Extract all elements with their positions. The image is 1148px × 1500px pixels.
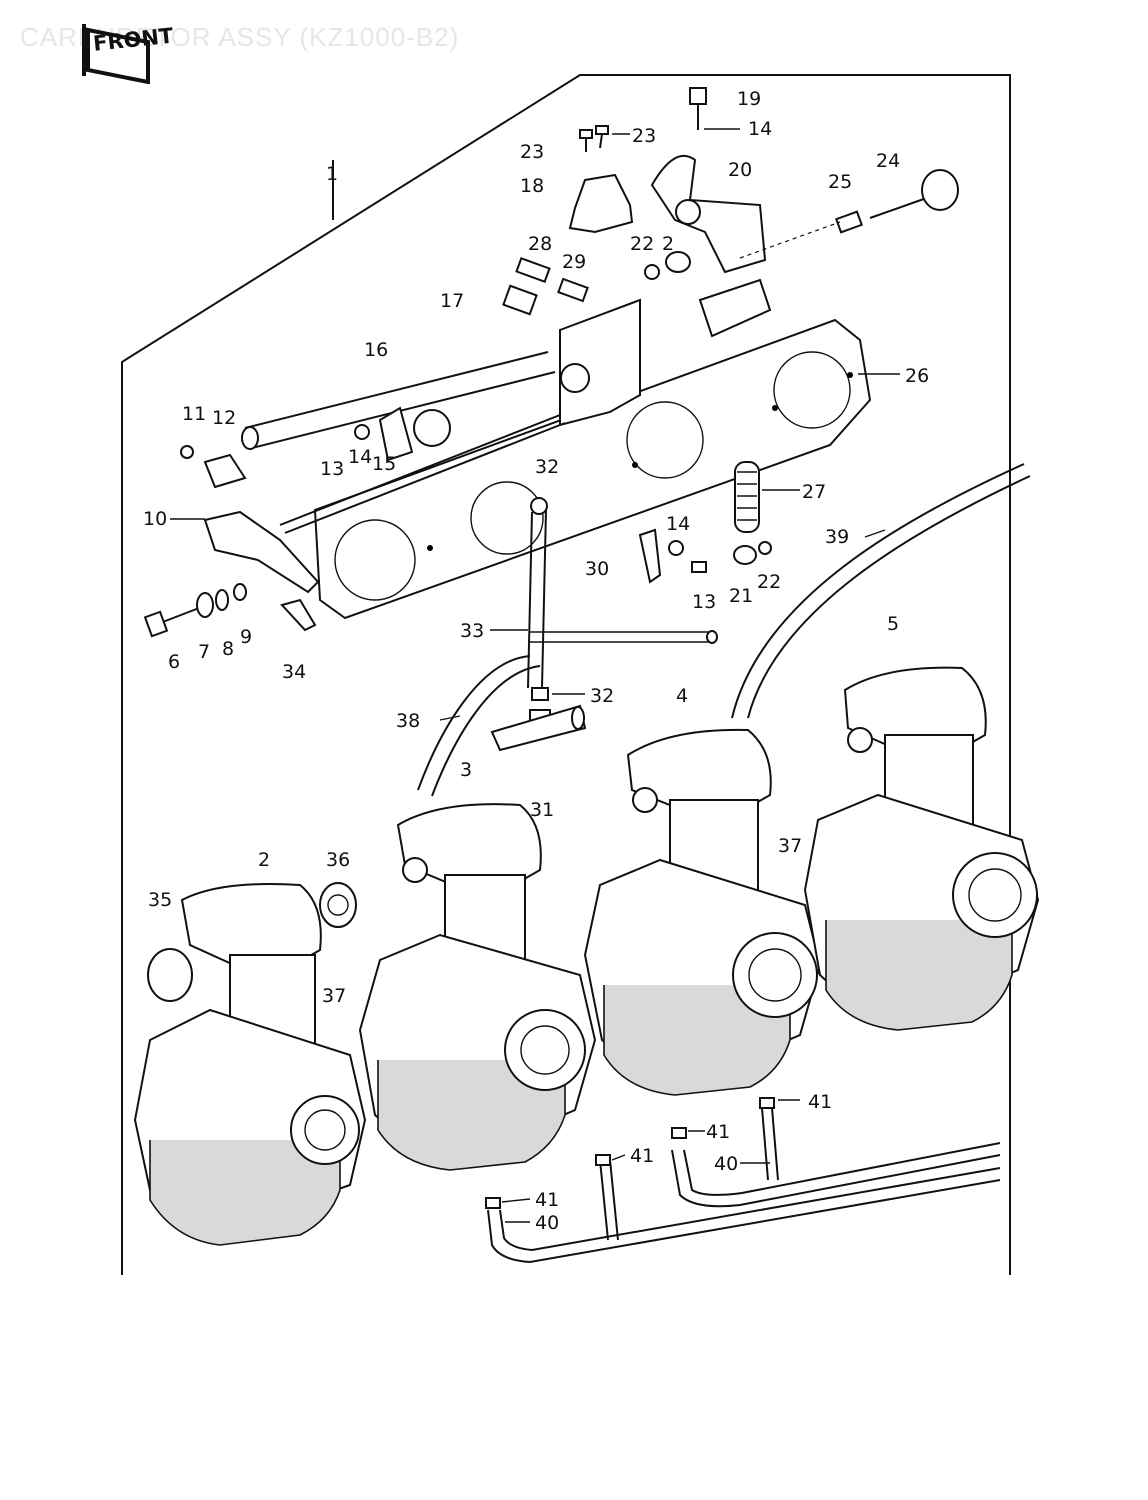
bolt-19 [689,87,707,130]
callout-38: 38 [396,710,420,732]
callout-37b: 37 [778,835,802,857]
callout-34: 34 [282,661,306,683]
callout-36: 36 [326,849,350,871]
lever-30 [638,528,662,584]
vent-hose-39 [731,463,1025,719]
callout-6: 6 [168,651,180,673]
callout-27: 27 [802,481,826,503]
callout-41b: 41 [706,1121,730,1143]
spring-28 [515,257,551,283]
spring-29 [557,277,589,303]
linkage-bracket [559,278,772,427]
callout-13b: 13 [692,591,716,613]
tee-joint-3 [490,687,587,752]
callout-39: 39 [825,526,849,548]
callout-15: 15 [372,453,396,475]
callout-24: 24 [876,150,900,172]
callout-3: 3 [460,759,472,781]
callout-17: 17 [440,290,464,312]
carburetor-2 [358,803,597,1171]
part-22 [644,264,660,280]
callout-20: 20 [728,159,752,181]
bracket-12 [203,453,247,489]
callout-23b: 23 [632,125,656,147]
idle-adjuster-knob [869,169,959,219]
callout-25: 25 [828,171,852,193]
front-direction-icon [82,24,150,84]
callout-30: 30 [585,558,609,580]
callout-33: 33 [460,620,484,642]
cap-35 [147,948,193,1002]
callout-14b: 14 [748,118,772,140]
callout-9: 9 [240,626,252,648]
leader-lines [170,128,900,1223]
callout-26: 26 [905,365,929,387]
callout-41d: 41 [535,1189,559,1211]
bracket-15 [378,406,414,462]
part-2-collar [665,251,691,273]
choke-lever [650,155,767,274]
spring-25 [834,210,864,234]
callout-18: 18 [520,175,544,197]
callout-37: 37 [322,985,346,1007]
lever-10 [203,510,320,594]
vent-tube-33 [527,497,548,689]
callout-2: 2 [258,849,270,871]
return-spring-27 [734,461,760,533]
screw-34 [280,598,317,632]
cable-holder [568,173,634,234]
callout-22: 22 [630,233,654,255]
callout-13: 13 [320,458,344,480]
callout-32: 32 [535,456,559,478]
fuel-hoses [485,1097,1001,1264]
callout-7: 7 [198,641,210,663]
callout-28: 28 [528,233,552,255]
carburetor-holder-plate [313,318,872,620]
callout-14: 14 [348,446,372,468]
callout-1: 1 [326,163,338,185]
callout-10: 10 [143,508,167,530]
callout-35: 35 [148,889,172,911]
callout-numbers: 1 2 2 3 4 5 6 7 8 9 10 11 12 13 13 14 14… [143,88,929,1234]
callout-40b: 40 [535,1212,559,1234]
callout-41: 41 [808,1091,832,1113]
carburetor-3 [583,728,822,1096]
callout-16: 16 [364,339,388,361]
callout-11: 11 [182,403,206,425]
cap-36 [319,882,357,928]
callout-5: 5 [887,613,899,635]
throttle-shaft [241,351,556,450]
assembly-frame [121,74,1011,1275]
callout-19: 19 [737,88,761,110]
callout-22b: 22 [757,571,781,593]
callout-12: 12 [212,407,236,429]
callout-8: 8 [222,638,234,660]
callout-14c: 14 [666,513,690,535]
callout-41c: 41 [630,1145,654,1167]
callout-4: 4 [676,685,688,707]
callout-29: 29 [562,251,586,273]
spring-17 [502,284,538,316]
callout-21: 21 [729,585,753,607]
adjust-screw-assembly [143,583,247,638]
callout-31: 31 [530,799,554,821]
callout-40: 40 [714,1153,738,1175]
callout-2b: 2 [662,233,674,255]
callout-23: 23 [520,141,544,163]
callout-32b: 32 [590,685,614,707]
screws-23 [579,125,609,152]
vent-hose-38 [417,655,531,791]
carburetor-4 [803,666,1040,1031]
carburetor-1 [133,883,367,1246]
